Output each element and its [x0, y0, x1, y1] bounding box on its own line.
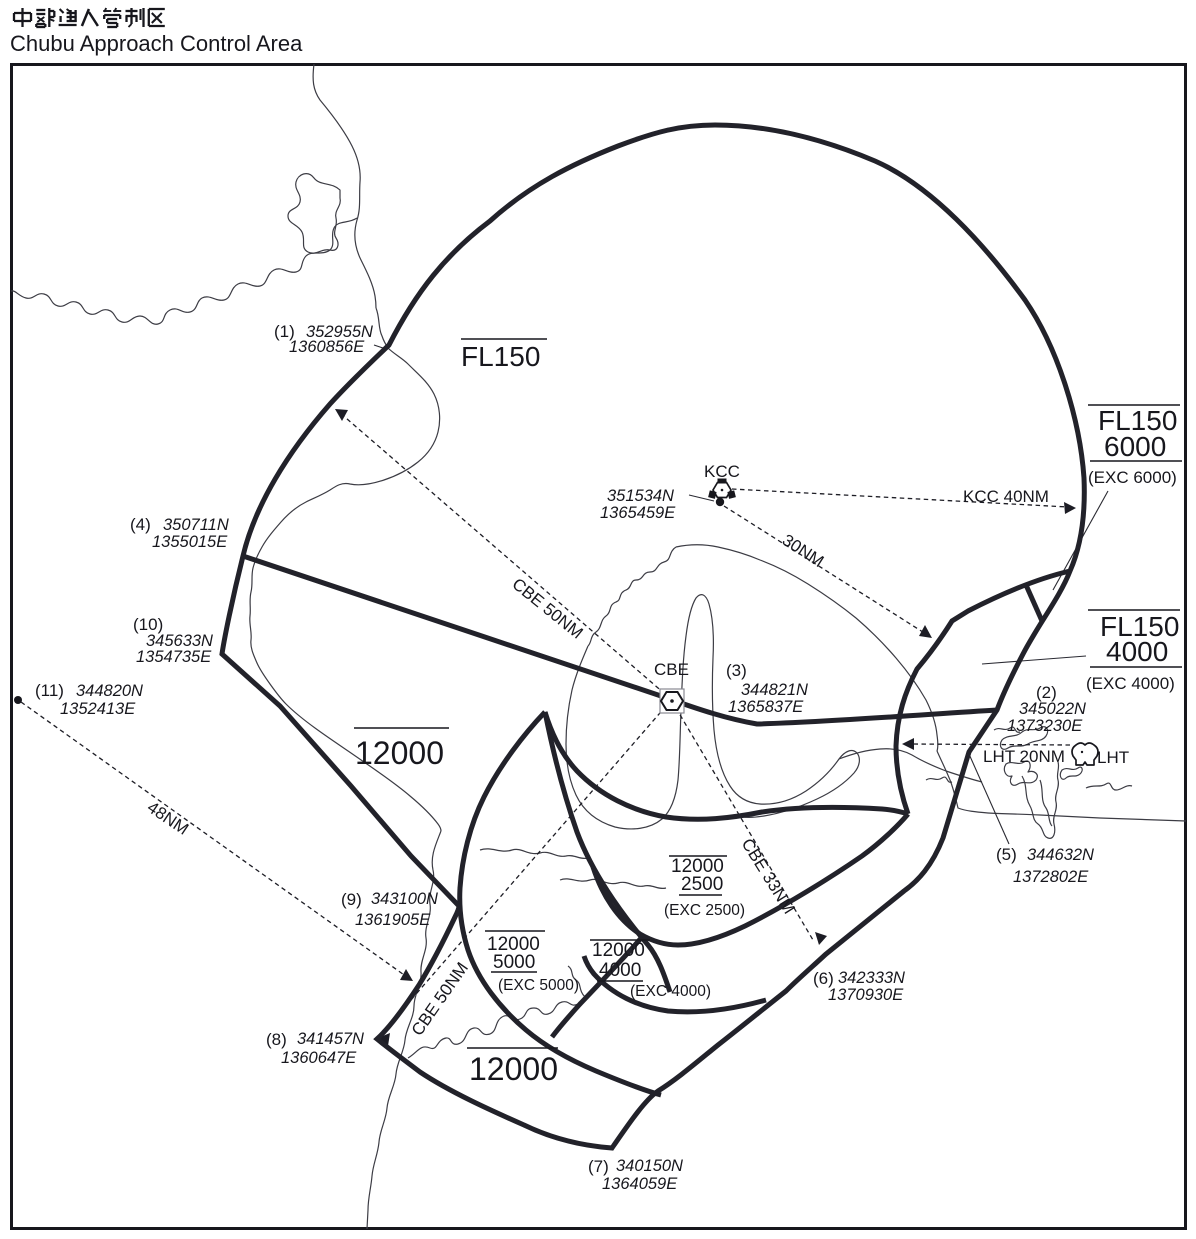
svg-text:345633N: 345633N	[146, 632, 213, 650]
svg-text:CBE 50NM: CBE 50NM	[508, 574, 586, 642]
svg-text:(11): (11)	[35, 681, 64, 700]
svg-text:12000: 12000	[487, 934, 540, 955]
svg-text:(EXC 2500): (EXC 2500)	[664, 902, 745, 919]
svg-text:340150N: 340150N	[616, 1157, 683, 1175]
svg-text:(8): (8)	[266, 1030, 287, 1049]
svg-text:1364059E: 1364059E	[602, 1175, 678, 1193]
svg-text:CBE: CBE	[654, 660, 689, 679]
svg-text:12000: 12000	[671, 856, 724, 877]
svg-text:1352413E: 1352413E	[60, 700, 136, 718]
svg-text:344821N: 344821N	[741, 681, 808, 699]
svg-text:CBE 33NM: CBE 33NM	[738, 835, 799, 917]
svg-text:1361905E: 1361905E	[355, 911, 431, 929]
svg-text:(4): (4)	[130, 515, 151, 534]
svg-text:KCC 40NM: KCC 40NM	[963, 487, 1049, 506]
svg-text:1365459E: 1365459E	[600, 504, 676, 522]
svg-text:12000: 12000	[355, 735, 444, 771]
svg-text:344632N: 344632N	[1027, 846, 1094, 864]
svg-text:341457N: 341457N	[297, 1030, 364, 1048]
svg-text:4000: 4000	[1106, 636, 1168, 667]
svg-text:342333N: 342333N	[838, 969, 905, 987]
svg-text:1360647E: 1360647E	[281, 1049, 357, 1067]
svg-text:12000: 12000	[469, 1051, 558, 1087]
svg-text:(EXC 4000): (EXC 4000)	[1086, 674, 1175, 693]
svg-text:(6): (6)	[813, 969, 834, 988]
svg-text:12000: 12000	[592, 940, 645, 961]
svg-text:5000: 5000	[493, 952, 535, 973]
svg-text:48NM: 48NM	[144, 798, 192, 839]
svg-text:LHT: LHT	[1097, 748, 1129, 767]
svg-text:344820N: 344820N	[76, 682, 143, 700]
svg-text:(10): (10)	[133, 615, 163, 634]
svg-text:1372802E: 1372802E	[1013, 868, 1089, 886]
svg-text:2500: 2500	[681, 874, 723, 895]
svg-text:KCC: KCC	[704, 462, 740, 481]
svg-text:1355015E: 1355015E	[152, 533, 228, 551]
svg-text:343100N: 343100N	[371, 890, 438, 908]
svg-text:LHT 20NM: LHT 20NM	[983, 747, 1065, 766]
svg-text:(7): (7)	[588, 1157, 609, 1176]
svg-text:352955N: 352955N	[306, 323, 373, 341]
svg-text:345022N: 345022N	[1019, 700, 1086, 718]
svg-text:(3): (3)	[726, 661, 747, 680]
svg-text:350711N: 350711N	[163, 516, 229, 534]
svg-text:6000: 6000	[1104, 431, 1166, 462]
svg-text:(2): (2)	[1036, 683, 1057, 702]
svg-text:1360856E: 1360856E	[289, 338, 365, 356]
svg-text:351534N: 351534N	[607, 487, 674, 505]
svg-text:(EXC 6000): (EXC 6000)	[1088, 468, 1177, 487]
svg-text:1373230E: 1373230E	[1007, 717, 1083, 735]
svg-text:1365837E: 1365837E	[728, 698, 804, 716]
svg-text:30NM: 30NM	[779, 530, 827, 571]
svg-text:4000: 4000	[599, 960, 641, 981]
svg-text:(5): (5)	[996, 845, 1017, 864]
svg-text:(9): (9)	[341, 890, 362, 909]
svg-text:1370930E: 1370930E	[828, 986, 904, 1004]
svg-text:FL150: FL150	[1100, 611, 1179, 642]
svg-text:Chubu Approach Control Area: Chubu Approach Control Area	[10, 31, 303, 56]
svg-text:1354735E: 1354735E	[136, 648, 212, 666]
svg-text:FL150: FL150	[1098, 405, 1177, 436]
svg-text:(EXC 5000): (EXC 5000)	[498, 977, 579, 994]
svg-text:FL150: FL150	[461, 341, 540, 372]
svg-text:(1): (1)	[274, 322, 295, 341]
svg-text:(EXC 4000): (EXC 4000)	[630, 983, 711, 1000]
svg-text:CBE 50NM: CBE 50NM	[408, 959, 472, 1040]
